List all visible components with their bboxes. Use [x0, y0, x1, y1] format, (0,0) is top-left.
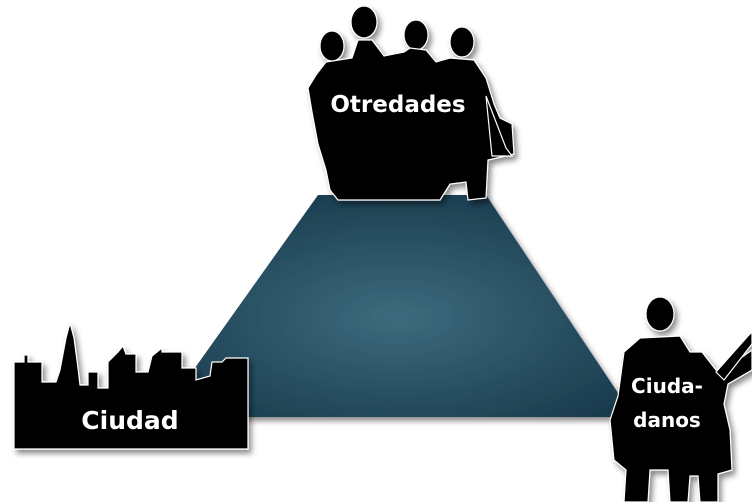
ciudadanos-label-line2: danos — [633, 408, 701, 432]
ciudadanos-label-line1: Ciuda- — [631, 374, 703, 398]
group-of-people-silhouette-icon — [307, 5, 515, 201]
otredades-label: Otredades — [330, 92, 465, 118]
couple-silhouette-icon — [609, 296, 752, 502]
city-label: Ciudad — [81, 406, 178, 435]
connection-triangle — [160, 195, 634, 417]
city-skyline-silhouette-icon — [13, 320, 249, 450]
